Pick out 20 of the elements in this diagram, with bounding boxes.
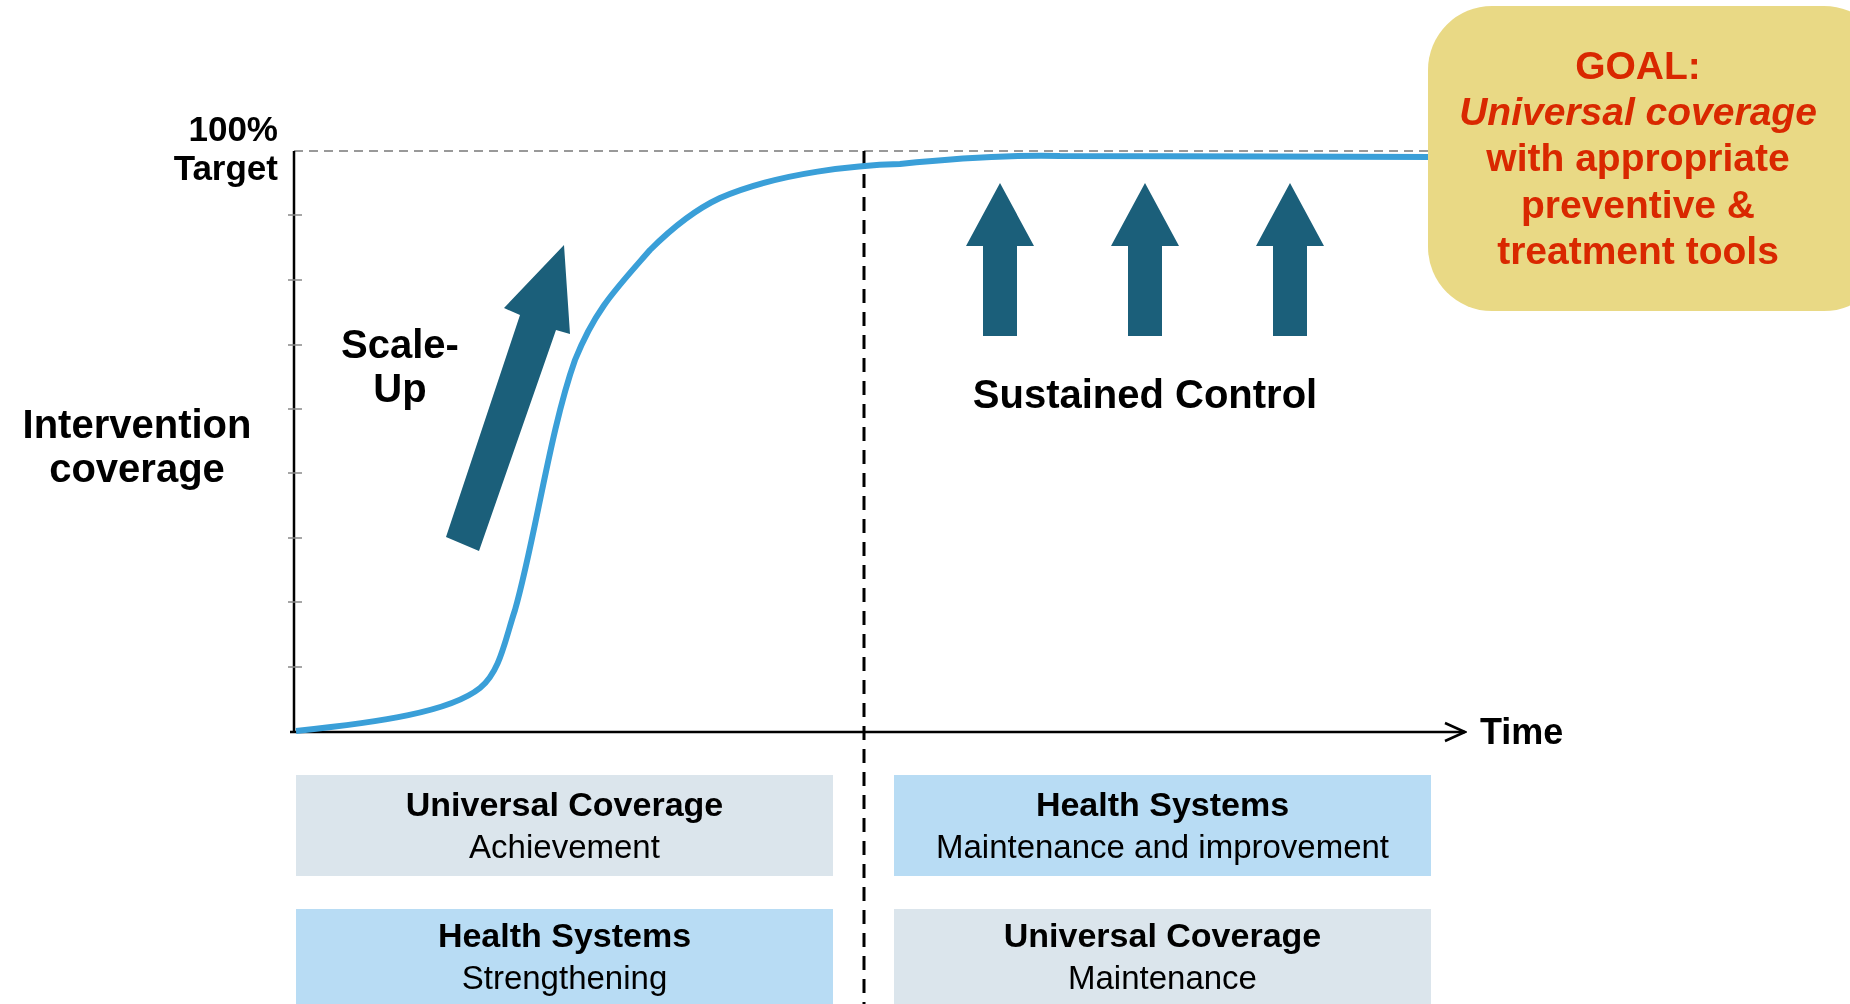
phase-box: [296, 775, 833, 876]
phase-box: [296, 909, 833, 1004]
goal-box: [1428, 6, 1850, 311]
goal-heading: GOAL:: [1574, 43, 1702, 90]
box-heading: Universal Coverage: [1003, 915, 1322, 956]
box-heading: Health Systems: [437, 915, 692, 956]
box-heading: Health Systems: [1035, 783, 1290, 825]
goal-text: Universal coverage with appropriate preventive & treatment tools: [1458, 89, 1818, 274]
box-text: Strengthening: [461, 958, 668, 999]
box-text: Achievement: [469, 827, 660, 868]
box-text: Maintenance and improvement: [935, 827, 1390, 868]
phase-box: [894, 775, 1431, 876]
x-axis-label: Time: [1480, 712, 1565, 752]
y-axis-label: Intervention coverage: [21, 402, 253, 490]
phase-label: Sustained Control: [971, 372, 1319, 416]
box-text: Maintenance: [1068, 958, 1257, 999]
phase-box: [894, 909, 1431, 1004]
phase-label: Scale-Up: [340, 322, 460, 410]
axis-target-label: 100% Target: [172, 110, 278, 187]
box-heading: Universal Coverage: [405, 783, 724, 825]
